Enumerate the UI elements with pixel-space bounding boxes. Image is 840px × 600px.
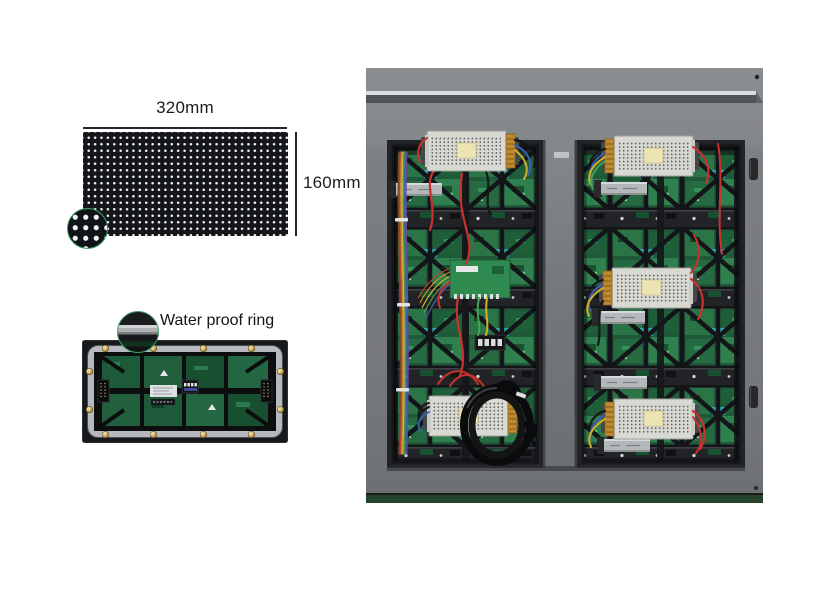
screw-icon — [102, 345, 109, 352]
receiving-card — [417, 259, 511, 319]
width-dimension-label: 320mm — [156, 98, 214, 117]
bottom-pcb-strip — [366, 495, 763, 503]
power-supply-unit — [416, 130, 537, 180]
power-supply-unit — [587, 135, 723, 255]
height-dimension-label: 160mm — [303, 173, 361, 192]
waterproof-ring-label: Water proof ring — [160, 312, 275, 329]
width-dimension-line — [83, 127, 287, 129]
gasket-zoom-circle — [117, 311, 159, 353]
terminal-block — [474, 334, 506, 351]
door-latch — [749, 158, 758, 180]
dip-switch — [181, 379, 199, 394]
center-divider — [543, 140, 577, 468]
wires — [428, 170, 492, 391]
waterproof-gasket-ring — [88, 346, 282, 437]
screw-icon — [150, 431, 157, 438]
screw-icon — [248, 345, 255, 352]
screw-icon — [754, 74, 760, 80]
screw-icon — [86, 368, 93, 375]
screw-icon — [200, 431, 207, 438]
cabinet-rear-photo — [366, 68, 763, 503]
power-supply-unit — [587, 398, 706, 454]
screw-icon — [150, 345, 157, 352]
screw-icon — [277, 406, 284, 413]
led-module-back-image — [82, 340, 288, 443]
led-module-front-image — [83, 132, 288, 236]
coiled-cable — [460, 380, 538, 466]
ribbon-cable — [388, 180, 443, 199]
led-pixels-zoom-circle — [67, 208, 108, 249]
door-latch — [749, 386, 758, 408]
height-dimension-line — [295, 132, 297, 236]
screw-icon — [754, 486, 758, 490]
flat-cable-bundle — [395, 151, 410, 455]
screw-icon — [86, 406, 93, 413]
screw-icon — [102, 431, 109, 438]
edge-connector — [97, 379, 273, 403]
screw-icon — [277, 368, 284, 375]
screw-icon — [200, 345, 207, 352]
power-supply-unit — [585, 234, 704, 347]
screw-icon — [248, 431, 255, 438]
back-module-pcb-detail — [94, 352, 276, 431]
